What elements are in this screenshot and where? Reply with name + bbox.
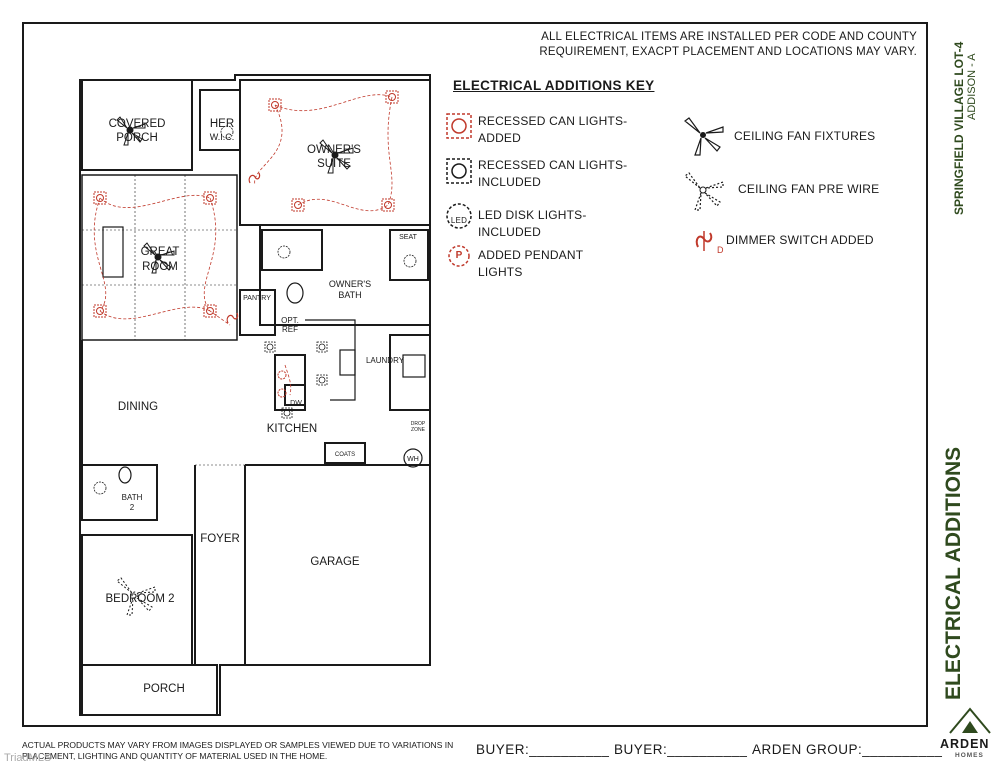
room-owners-bath-1: OWNER'S [329, 279, 371, 289]
room-opt-ref-2: REF [282, 325, 298, 334]
room-drop-zone-2: ZONE [411, 427, 426, 433]
key-fan-prewire: CEILING FAN PRE WIRE [738, 182, 880, 196]
led-icon-label: LED [450, 216, 468, 225]
ceiling-fan-fixture-icon [319, 139, 354, 174]
dimmer-switch-icon [695, 231, 713, 251]
room-bedroom-2: BEDROOM 2 [105, 593, 174, 605]
room-great-room-1: GREAT [141, 246, 180, 258]
exterior-wall [79, 74, 431, 716]
code-notice-line-1: ALL ELECTRICAL ITEMS ARE INSTALLED PER C… [541, 31, 917, 43]
dimmer-switch-icon [248, 172, 261, 184]
dimmer-switch-icon [226, 312, 239, 324]
key-fan-icons [684, 117, 724, 211]
key-led-disk-line-1: LED DISK LIGHTS- [478, 208, 587, 222]
room-bath2-1: BATH [122, 493, 143, 502]
key-pendant-line-1: ADDED PENDANT [478, 248, 584, 262]
ceiling-fan-prewire-icon [116, 577, 156, 616]
key-icons-column [446, 113, 472, 267]
room-owners-suite-1: OWNER'S [307, 144, 361, 156]
sheet-title: ELECTRICAL ADDITIONS [942, 446, 965, 700]
key-recessed-included-line-2: INCLUDED [478, 175, 541, 189]
room-opt-ref-1: OPT. [281, 316, 299, 325]
key-recessed-added-line-1: RECESSED CAN LIGHTS- [478, 114, 628, 128]
pendant-lights [277, 370, 287, 398]
logo-sub: HOMES [955, 752, 984, 759]
ceiling-fan-prewire-icon [684, 172, 724, 211]
room-covered-porch-1: COVERED [109, 118, 166, 130]
pendant-icon [448, 245, 470, 267]
key-dimmer: DIMMER SWITCH ADDED [726, 233, 874, 247]
room-garage: GARAGE [310, 556, 360, 568]
room-coats: COATS [335, 452, 355, 458]
room-owners-suite-2: SUITE [317, 158, 351, 170]
fireplace [102, 226, 124, 278]
room-dw: DW [290, 400, 302, 407]
recessed-included-icon [446, 158, 472, 184]
room-great-room-2: ROOM [142, 261, 178, 273]
code-notice: ALL ELECTRICAL ITEMS ARE INSTALLED PER C… [497, 30, 917, 60]
ceiling-fan-fixture-icon [684, 117, 724, 156]
key-title: ELECTRICAL ADDITIONS KEY [453, 78, 655, 93]
pendant-icon-label: P [455, 250, 463, 261]
title-strip: SPRINGFIELD VILLAGE LOT-4 ADDISON - A EL… [928, 0, 995, 768]
project-name: SPRINGFIELD VILLAGE LOT-4 [952, 41, 966, 215]
room-her-wic-2: W.I.C. [210, 132, 235, 142]
ceiling-fan-fixture-icon [143, 242, 175, 274]
room-kitchen: KITCHEN [267, 423, 317, 435]
plan-name: ADDISON - A [966, 53, 978, 120]
key-pendant: ADDED PENDANT LIGHTS [478, 247, 583, 281]
room-bath2-2: 2 [130, 503, 135, 512]
key-recessed-added-line-2: ADDED [478, 131, 522, 145]
floor-plan: COVERED PORCH HER W.I.C. OWNER'S SUITE S… [79, 74, 431, 716]
buyer-1-signature: BUYER:__________ [476, 742, 610, 757]
room-porch: PORCH [143, 683, 185, 695]
ceiling-fan-fixture-icon [116, 116, 146, 146]
recessed-included-lights [264, 341, 328, 419]
room-dining: DINING [118, 401, 158, 413]
toilet-bath2 [118, 466, 132, 484]
disclaimer-line-2: PLACEMENT, LIGHTING AND QUANTITY OF MATE… [22, 751, 328, 761]
key-recessed-included: RECESSED CAN LIGHTS- INCLUDED [478, 157, 627, 191]
disclaimer-note: ACTUAL PRODUCTS MAY VARY FROM IMAGES DIS… [22, 740, 462, 762]
dimmer-wiring [93, 94, 393, 396]
room-owners-bath-2: BATH [338, 290, 361, 300]
room-pantry: PANTRY [243, 295, 271, 302]
drawing-frame [22, 22, 928, 727]
room-seat: SEAT [399, 234, 417, 241]
owners-bath-outline [259, 224, 431, 326]
key-led-disk: LED DISK LIGHTS- INCLUDED [478, 207, 587, 241]
key-led-disk-line-2: INCLUDED [478, 225, 541, 239]
great-room-outline [81, 174, 238, 341]
arden-logo-icon [949, 707, 991, 734]
room-laundry: LAUNDRY [366, 356, 405, 365]
watermark: TriadMLS [4, 752, 52, 764]
key-recessed-included-line-1: RECESSED CAN LIGHTS- [478, 158, 628, 172]
room-her-wic-1: HER [210, 118, 234, 130]
room-drop-zone-1: DROP [411, 421, 426, 427]
recessed-added-icon [446, 113, 472, 139]
disclaimer-line-1: ACTUAL PRODUCTS MAY VARY FROM IMAGES DIS… [22, 740, 454, 750]
room-water-heater: WH [407, 456, 419, 463]
led-disk-lights [93, 125, 417, 495]
buyer-2-signature: BUYER:__________ [614, 742, 748, 757]
room-foyer: FOYER [200, 533, 240, 545]
dimmer-subscript: D [717, 245, 724, 255]
ceiling-fans [116, 116, 354, 616]
arden-group-signature: ARDEN GROUP:__________ [752, 742, 943, 757]
water-heater-outline [403, 448, 423, 468]
led-disk-icon [446, 203, 472, 229]
toilet-owners [286, 282, 304, 304]
logo-name: ARDEN [940, 737, 990, 751]
recessed-added-lights [93, 90, 399, 318]
room-covered-porch-2: PORCH [116, 132, 158, 144]
key-fan-fixtures: CEILING FAN FIXTURES [734, 129, 876, 143]
code-notice-line-2: REQUIREMENT, EXACPT PLACEMENT AND LOCATI… [539, 46, 917, 58]
key-pendant-line-2: LIGHTS [478, 265, 523, 279]
covered-porch-outline [81, 79, 193, 171]
key-recessed-added: RECESSED CAN LIGHTS- ADDED [478, 113, 627, 147]
range [339, 349, 356, 376]
